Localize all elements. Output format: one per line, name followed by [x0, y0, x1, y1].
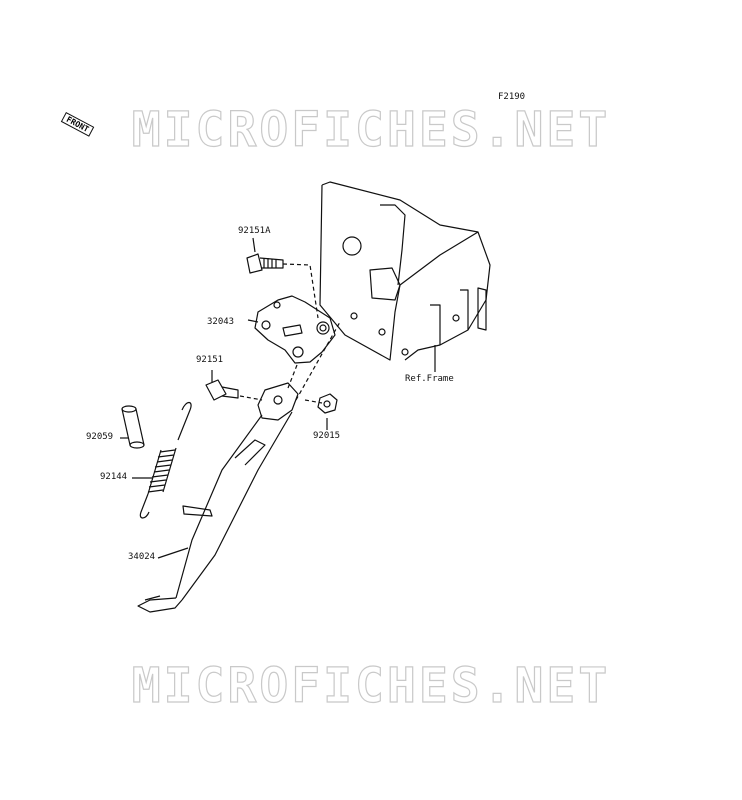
part-label-92151[interactable]: 92151: [196, 355, 224, 365]
part-label-92059[interactable]: 92059: [86, 432, 114, 442]
nut-92015-illustration: [317, 393, 338, 414]
bolt-92151a-illustration: [246, 253, 284, 274]
spacer-92059-illustration: [121, 405, 145, 449]
pin-illustration: [182, 505, 213, 517]
part-label-34024[interactable]: 34024: [128, 552, 156, 562]
stand-illustration: [137, 382, 299, 613]
part-label-92144[interactable]: 92144: [100, 472, 128, 482]
watermark-bottom: MICROFICHES.NET: [131, 657, 611, 714]
figure-code: F2190: [498, 92, 526, 102]
watermark-top: MICROFICHES.NET: [131, 101, 611, 158]
part-label-92015[interactable]: 92015: [313, 431, 341, 441]
bracket-illustration: [254, 295, 336, 364]
part-label-92151a[interactable]: 92151A: [238, 226, 271, 236]
bolt-92151-illustration: [205, 379, 239, 401]
spring-92144-illustration: [139, 401, 192, 519]
ref-frame-label: Ref.Frame: [405, 374, 454, 384]
part-label-32043[interactable]: 32043: [207, 317, 235, 327]
frame-illustration: [319, 181, 491, 361]
